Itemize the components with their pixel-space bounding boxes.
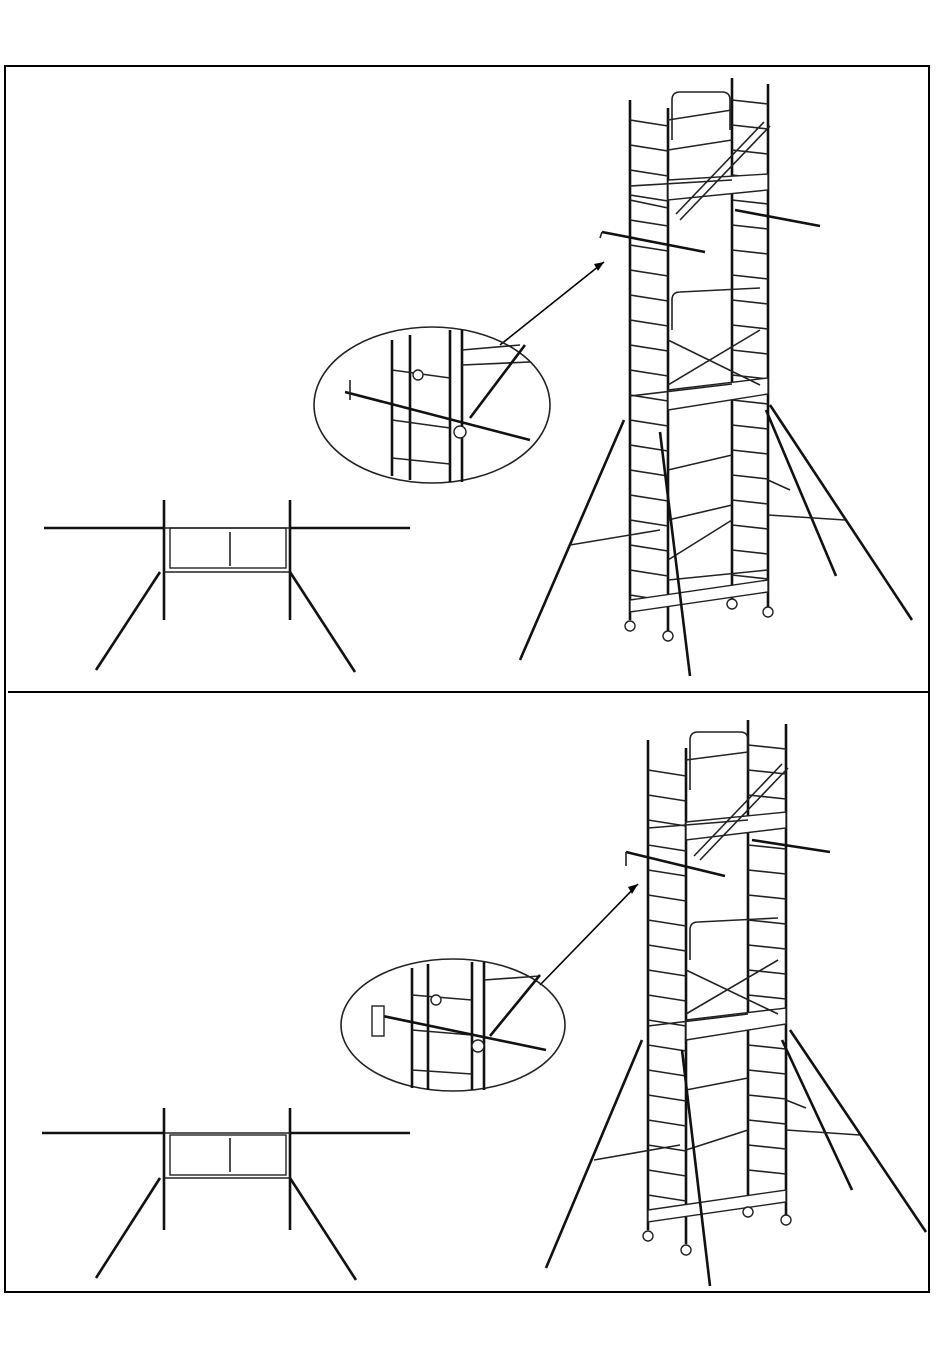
plan-view-top [44, 500, 410, 672]
plan-view-bottom [42, 1108, 410, 1280]
top-panel [44, 78, 912, 676]
tower-view-bottom [546, 720, 926, 1286]
detail-view-bottom [341, 959, 565, 1091]
detail-view-top [314, 327, 550, 483]
tower-view-top [520, 78, 912, 676]
bottom-panel [42, 720, 926, 1286]
